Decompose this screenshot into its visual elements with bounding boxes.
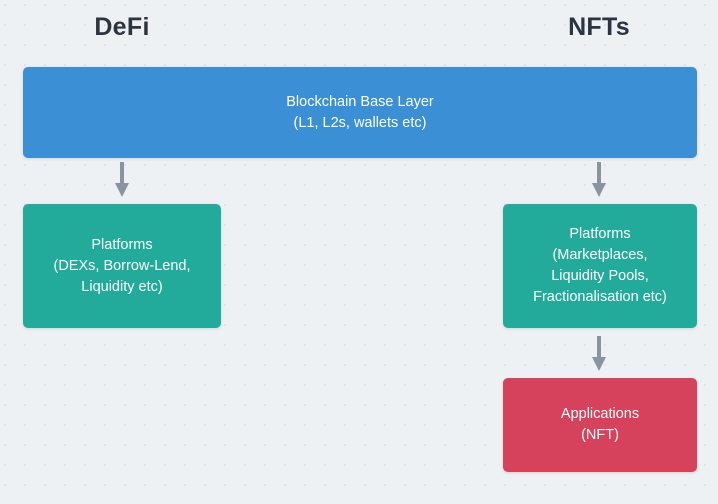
arrow-base-layer-to-defi-platforms [111, 162, 133, 198]
node-text-line: Liquidity etc) [81, 278, 163, 295]
arrow-down-icon [592, 336, 606, 371]
arrow-down-icon [115, 162, 129, 197]
node-text-line: Fractionalisation etc) [533, 289, 667, 305]
arrow-down-icon [592, 162, 606, 197]
node-defi-platforms[interactable]: Platforms (DEXs, Borrow-Lend, Liquidity … [23, 204, 221, 328]
node-text-line: Platforms [91, 236, 153, 253]
node-nft-platforms[interactable]: Platforms (Marketplaces, Liquidity Pools… [503, 204, 697, 328]
column-title-nfts: NFTs [568, 13, 630, 41]
arrow-base-layer-to-nft-platforms [588, 162, 610, 198]
node-text-line: (Marketplaces, [552, 247, 648, 263]
node-text-line: Platforms [569, 226, 631, 242]
node-blockchain-base-layer[interactable]: Blockchain Base Layer (L1, L2s, wallets … [23, 67, 697, 158]
column-title-defi: DeFi [94, 13, 150, 41]
arrow-nft-platforms-to-nft-applications [588, 336, 610, 372]
node-text-line: (L1, L2s, wallets etc) [293, 114, 427, 131]
node-text-line: (DEXs, Borrow-Lend, [53, 257, 191, 274]
node-text-line: Blockchain Base Layer [286, 93, 434, 110]
node-text-line: Applications [560, 406, 640, 422]
node-text-line: Liquidity Pools, [551, 268, 649, 284]
node-text-line: (NFT) [581, 427, 619, 443]
node-nft-applications[interactable]: Applications (NFT) [503, 378, 697, 472]
